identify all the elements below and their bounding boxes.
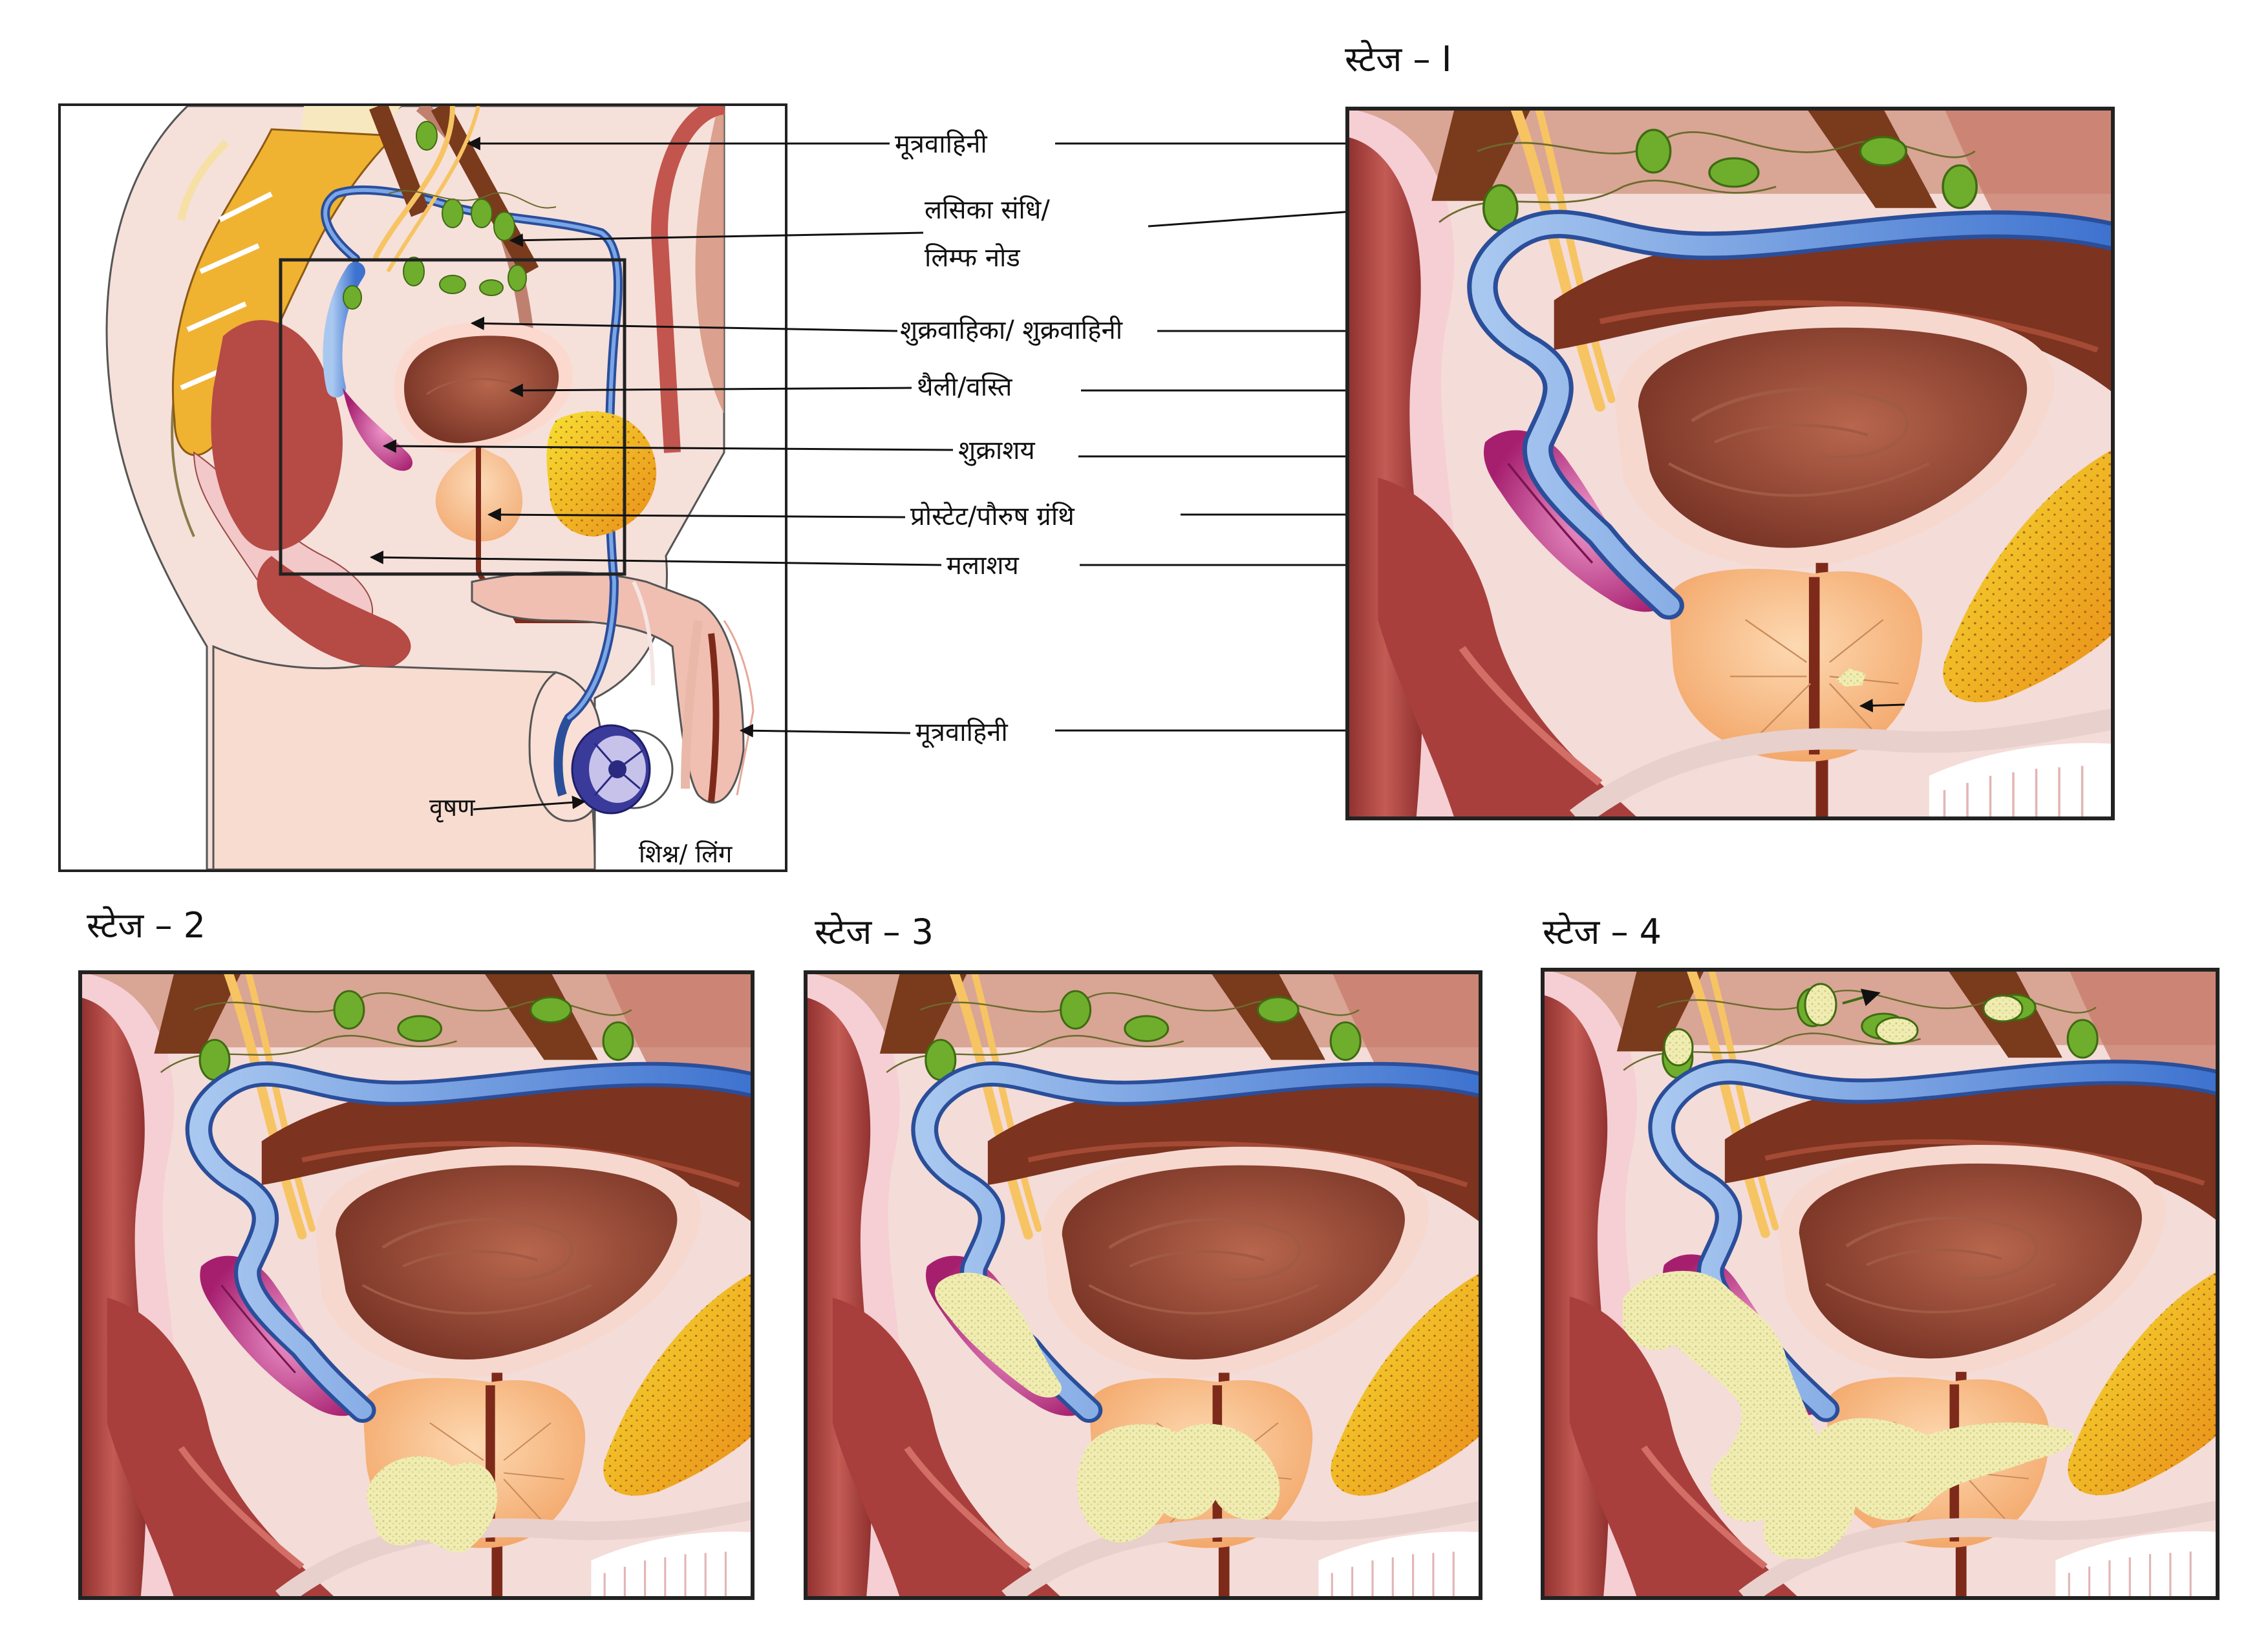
label-lymph-node-line2: लिम्फ नोड xyxy=(925,243,1020,273)
label-penis: शिश्न/ लिंग xyxy=(639,840,733,868)
overview-leader-lines xyxy=(369,136,954,811)
label-testis: वृषण xyxy=(429,793,475,823)
label-ureter: मूत्रवाहिनी xyxy=(895,129,987,160)
label-urethra: मूत्रवाहिनी xyxy=(915,718,1008,748)
stage1-tumor xyxy=(1836,668,1866,687)
stage3-title: स्टेज – 3 xyxy=(815,912,934,952)
label-bladder: थैली/वस्ति xyxy=(917,372,1013,402)
overview-panel xyxy=(58,103,787,872)
stage4-title: स्टेज – 4 xyxy=(1543,912,1662,952)
label-seminal-vesicle: शुक्राशय xyxy=(958,436,1035,466)
stage3-tumor-vesicle xyxy=(935,1272,1062,1398)
stage3-panel: स्टेज – 3 xyxy=(804,912,1482,1600)
stage2-panel: स्टेज – 2 xyxy=(78,905,754,1600)
stage1-title: स्टेज – I xyxy=(1345,39,1452,80)
stage1-panel: स्टेज – I xyxy=(1345,39,2115,820)
stage4-panel: स्टेज – 4 xyxy=(1541,912,2220,1600)
stage2-tumor xyxy=(367,1456,498,1553)
stage2-title: स्टेज – 2 xyxy=(87,905,206,946)
label-lymph-node-line1: लसिका संधि/ xyxy=(925,195,1050,225)
label-vas-deferens: शुक्रवाहिका/ शुक्रवाहिनी xyxy=(900,315,1123,346)
stage3-tumor-prostate xyxy=(1077,1423,1280,1542)
label-prostate: प्रोस्टेट/पौरुष ग्रंथि xyxy=(910,502,1075,531)
stage4-tumor xyxy=(1623,1270,2074,1559)
zoom-region-frame xyxy=(279,258,626,576)
overview-labels: मूत्रवाहिनी लसिका संधि/ लिम्फ नोड शुक्रव… xyxy=(429,129,1123,868)
label-rectum: मलाशय xyxy=(947,551,1020,581)
